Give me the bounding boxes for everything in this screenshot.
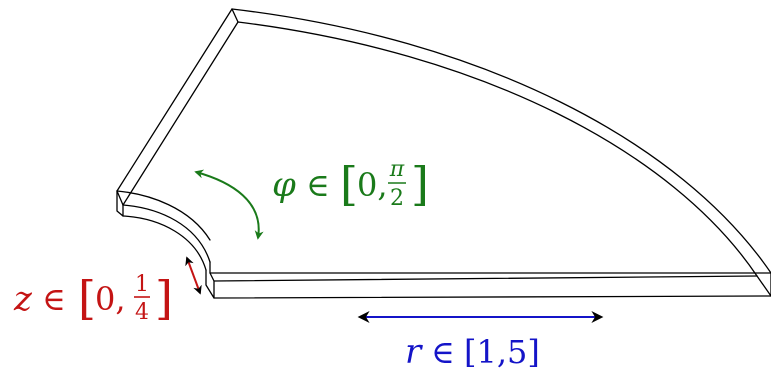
phi-fraction-numerator: π xyxy=(389,157,405,182)
front-face-inner-top-edge xyxy=(213,275,758,282)
r-variable: r xyxy=(405,332,423,372)
top-left-edge xyxy=(116,8,233,192)
z-open-bracket: [ xyxy=(78,271,96,325)
z-fraction-numerator: 1 xyxy=(135,272,149,297)
z-label: z ∈ [ 0, 1 4 ] xyxy=(13,271,173,325)
r-interval: [1,5] xyxy=(464,333,540,371)
left-end-face-bottom xyxy=(116,190,124,217)
left-side-inner-top-edge xyxy=(122,21,239,206)
outer-arc-bottom xyxy=(756,275,771,297)
outer-arc-top xyxy=(231,8,771,274)
annular-sector-solid xyxy=(116,8,771,299)
top-far-corner-edge xyxy=(231,8,239,23)
phi-close-bracket: ] xyxy=(411,157,429,211)
r-relation: ∈ xyxy=(431,333,455,371)
inner-arc-top xyxy=(122,204,211,263)
z-arrow xyxy=(185,256,202,295)
outer-arc-inner xyxy=(237,21,758,277)
left-end-face-edge xyxy=(116,190,124,206)
phi-open-bracket: [ xyxy=(340,157,358,211)
phi-variable: φ xyxy=(272,165,296,205)
phi-arrow xyxy=(194,169,264,240)
z-variable: z xyxy=(13,279,33,319)
z-close-bracket: ] xyxy=(155,271,173,325)
z-relation: ∈ xyxy=(42,280,66,318)
inner-arc-side-top xyxy=(116,190,211,241)
front-face-left-edge xyxy=(205,261,215,299)
phi-label: φ ∈ [ 0, π 2 ] xyxy=(272,157,429,211)
phi-fraction-denominator: 2 xyxy=(390,186,404,211)
front-face-bottom-edge xyxy=(213,295,771,299)
phi-relation: ∈ xyxy=(306,166,330,204)
z-fraction-denominator: 4 xyxy=(135,300,149,325)
z-lower-bound: 0, xyxy=(95,280,126,318)
r-label: r ∈ [1,5] xyxy=(405,332,540,372)
phi-lower-bound: 0, xyxy=(357,166,388,204)
inner-arc-lower xyxy=(122,215,207,271)
